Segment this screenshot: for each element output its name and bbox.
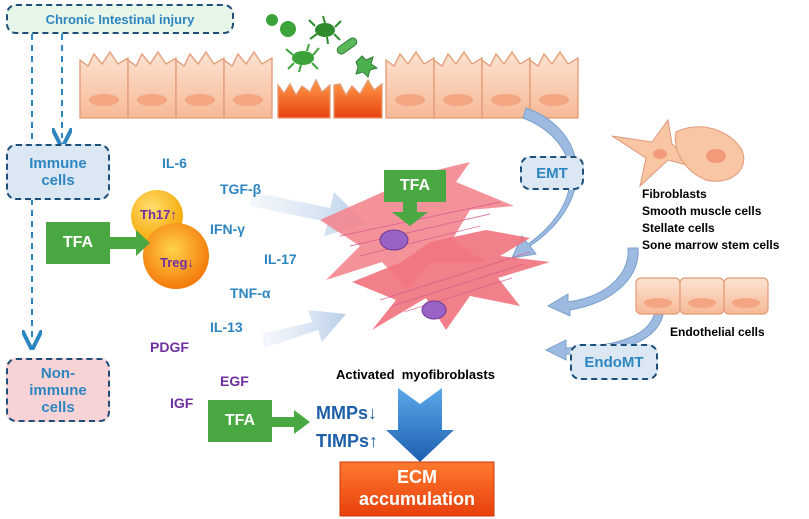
damaged-cell-1 (277, 78, 331, 119)
fibroblast-cell-icon (611, 118, 745, 188)
cytokine-il17: IL-17 (264, 251, 297, 267)
cytokine-tnfa: TNF-α (230, 285, 271, 301)
epithelial-cells-left (79, 50, 273, 119)
endomt-box: EndoMT (570, 344, 658, 380)
epithelial-nucleus-right-1 (443, 94, 473, 106)
emt-arrow (511, 107, 578, 259)
cytokine-tgfb: TGF-β (220, 181, 262, 197)
epithelial-cell-left-3 (223, 50, 273, 119)
epithelial-cell-right-1 (433, 50, 483, 119)
epithelial-cell-left-0 (79, 50, 129, 119)
epithelial-nucleus-left-2 (185, 94, 215, 106)
epithelial-nucleus-left-0 (89, 94, 119, 106)
treg-cell-icon (143, 223, 209, 289)
dashed-connectors (32, 34, 62, 340)
epithelial-nucleus-right-0 (395, 94, 425, 106)
emt-label: EMT (536, 164, 568, 182)
emt-box: EMT (520, 156, 584, 190)
tfa-box-myofibroblast: TFA (384, 170, 446, 202)
epithelial-nucleus-left-1 (137, 94, 167, 106)
non-immune-cells-box: Non-immune cells (6, 358, 110, 422)
epithelial-cell-right-3 (529, 50, 579, 119)
tfa-label-ecm: TFA (224, 412, 256, 429)
epithelial-cell-right-0 (385, 50, 435, 119)
immune-cells-box: Immune cells (6, 144, 110, 200)
epithelial-cells-right (385, 50, 579, 119)
immune-cells-label: Immune cells (29, 155, 87, 189)
epithelial-cell-left-1 (127, 50, 177, 119)
tfa-label-myofibroblast: TFA (399, 177, 431, 194)
source-cells-arrow (546, 247, 639, 317)
cytokine-il13: IL-13 (210, 319, 243, 335)
chronic-injury-label: Chronic Intestinal injury (45, 11, 195, 27)
damaged-cell-2 (333, 78, 383, 119)
ecm-box-bg (339, 461, 495, 517)
growth-factor-igf: IGF (170, 395, 194, 411)
ecm-label: ECM accumulation (358, 467, 476, 509)
mmps-label: MMPs↓ (316, 403, 378, 423)
th17-label: Th17↑ (140, 207, 177, 222)
epithelial-layer (79, 50, 579, 119)
source-item-fibroblasts: Fibroblasts (642, 187, 707, 201)
tfa-label-immune: TFA (62, 234, 94, 251)
epithelial-cell-left-2 (175, 50, 225, 119)
cytokine-ifng: IFN-γ (210, 221, 245, 237)
growth-factor-pdgf: PDGF (150, 339, 189, 355)
ecm-down-arrow (386, 388, 454, 462)
endothelial-cells-icon (635, 277, 769, 315)
epithelial-nucleus-right-2 (491, 94, 521, 106)
growth-factor-egf: EGF (220, 373, 249, 389)
chronic-injury-box: Chronic Intestinal injury (6, 4, 234, 34)
tfa-arrows (110, 200, 428, 434)
source-item-bone-marrow: Sone marrow stem cells (642, 238, 780, 252)
epithelial-cell-right-2 (481, 50, 531, 119)
source-item-smooth-muscle: Smooth muscle cells (642, 204, 762, 218)
activated-myofibroblasts-label: Activated myofibroblasts (336, 367, 495, 382)
lower-cytokine-arrow (262, 310, 346, 348)
timps-label: TIMPs↑ (316, 431, 379, 451)
epithelial-nucleus-right-3 (539, 94, 569, 106)
tfa-box-immune: TFA (46, 222, 110, 264)
non-immune-cells-label: Non-immune cells (29, 364, 87, 416)
ecm-box: ECM accumulation (340, 462, 494, 516)
tfa-box-ecm: TFA (208, 400, 272, 442)
epithelial-nucleus-left-3 (233, 94, 263, 106)
treg-label: Treg↓ (160, 255, 194, 270)
source-item-stellate: Stellate cells (642, 221, 715, 235)
myofibroblast-cells-icon (320, 162, 550, 330)
endothelial-cells-label: Endothelial cells (670, 325, 765, 339)
bacteria-icon (266, 14, 379, 78)
cytokine-il6: IL-6 (162, 155, 187, 171)
endomt-label: EndoMT (584, 353, 644, 371)
source-cells-list: Fibroblasts Smooth muscle cells Stellate… (642, 186, 779, 254)
